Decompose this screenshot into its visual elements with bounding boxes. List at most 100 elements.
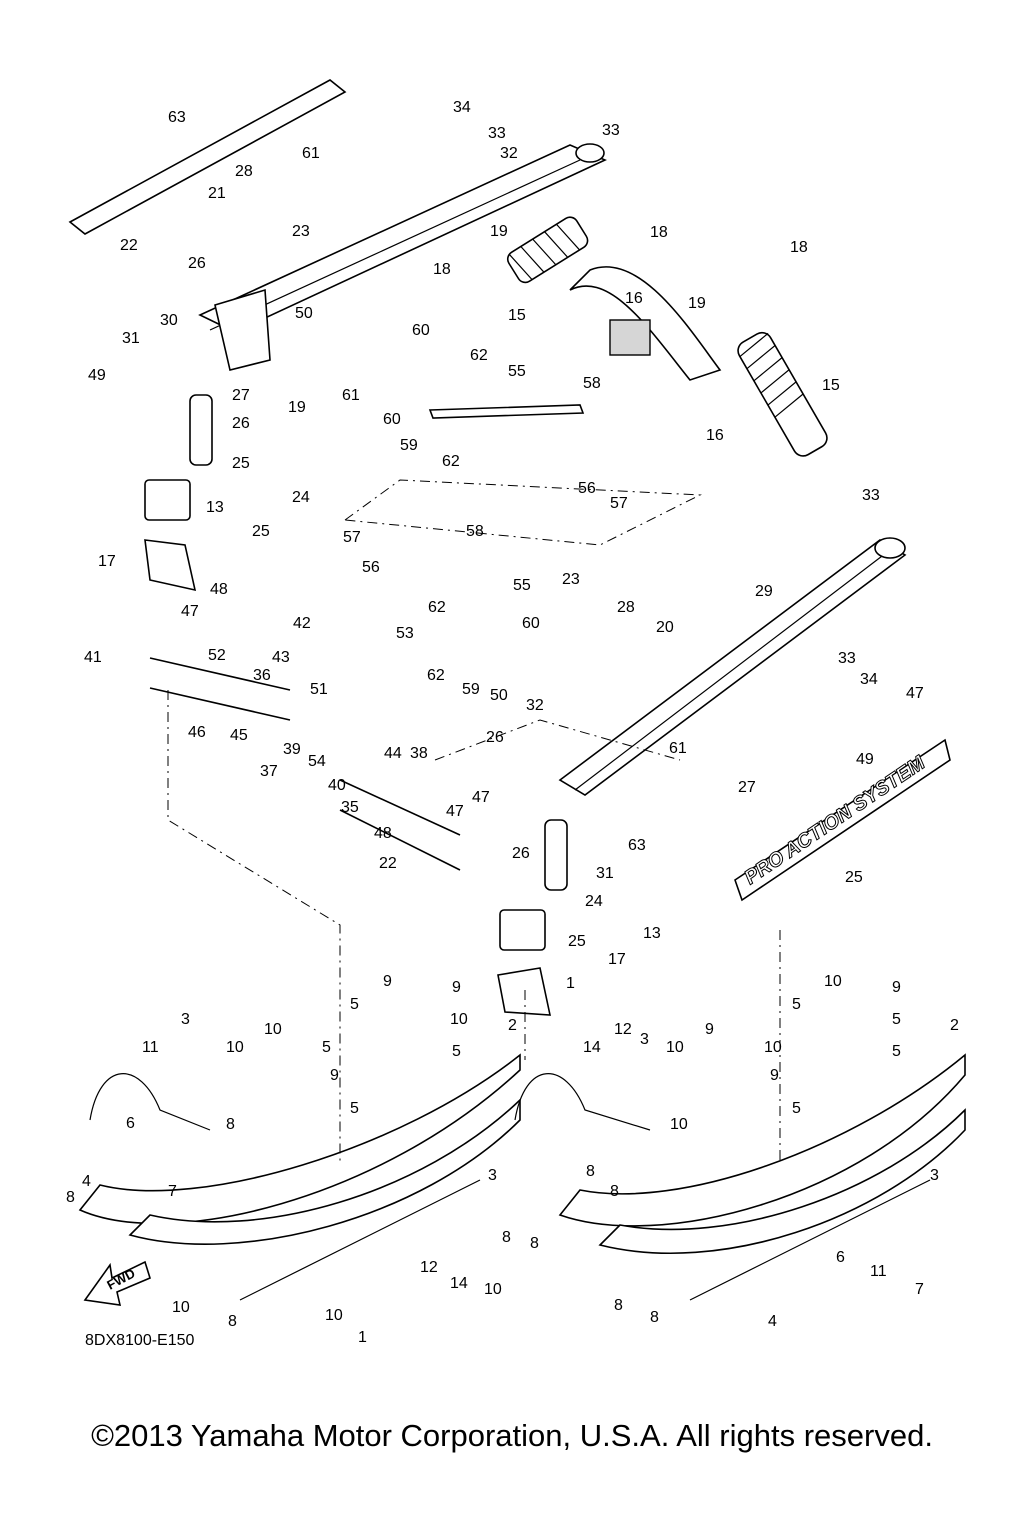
callout-23-b: 23 — [562, 571, 580, 588]
line-art — [68, 79, 966, 1306]
callout-29: 29 — [755, 583, 773, 600]
callout-14-left: 10 — [484, 1281, 502, 1298]
callout-25-a: 25 — [232, 455, 250, 472]
callout-11-right: 7 — [915, 1281, 924, 1298]
callout-48-a: 47 — [181, 603, 199, 620]
callout-47-a: 48 — [210, 581, 228, 598]
callout-22-top: 22 — [120, 237, 138, 254]
callout-57-top: 57 — [610, 495, 628, 512]
callout-10-r3: 9 — [892, 979, 901, 996]
callout-13-top: 13 — [206, 499, 224, 516]
callout-57-b: 57 — [343, 529, 361, 546]
callout-9-l3: 5 — [350, 996, 359, 1013]
callout-10-l4: 8 — [502, 1229, 511, 1246]
callout-8-l4: 10 — [172, 1299, 190, 1316]
callout-34-b: 47 — [906, 685, 924, 702]
callout-16-a: 16 — [625, 290, 643, 307]
callout-18-b: 18 — [790, 239, 808, 256]
callout-9-r3: 5 — [792, 996, 801, 1013]
callout-33-a: 33 — [488, 125, 506, 142]
callout-62-a: 62 — [470, 347, 488, 364]
callout-33-c: 33 — [862, 487, 880, 504]
callout-37: 40 — [328, 777, 346, 794]
callout-48-b: 47 — [446, 803, 464, 820]
callout-8-r2: 8 — [614, 1297, 623, 1314]
callout-53: 53 — [396, 625, 414, 642]
callout-3-l2: 12 — [420, 1259, 438, 1276]
callout-10-l6: 1 — [358, 1329, 367, 1346]
callout-19-a: 19 — [490, 223, 508, 240]
callout-60-a: 60 — [412, 322, 430, 339]
callout-32-b: 33 — [838, 650, 856, 667]
callout-10-r1: 9 — [705, 1021, 714, 1038]
callout-33-b: 33 — [602, 122, 620, 139]
callout-10-l5: 8 — [228, 1313, 237, 1330]
callout-56-top: 56 — [578, 480, 596, 497]
callout-50-b: 32 — [526, 697, 544, 714]
callout-38: 48 — [374, 825, 392, 842]
callout-60-c: 60 — [522, 615, 540, 632]
callout-10-l2: 9 — [383, 973, 392, 990]
callout-26-c: 61 — [669, 740, 687, 757]
callout-58-top: 58 — [583, 375, 601, 392]
drawing-code: 8DX8100-E150 — [85, 1332, 195, 1349]
callout-19-b: 19 — [288, 399, 306, 416]
callout-61-c: 27 — [738, 779, 756, 796]
callout-62-c: 62 — [428, 599, 446, 616]
callout-9-l1: 10 — [450, 1011, 468, 1028]
callout-30: 30 — [160, 312, 178, 329]
callout-8-l3: 8 — [530, 1235, 539, 1252]
callout-49-top: 49 — [88, 367, 106, 384]
callout-labels: 63 34 33 32 33 61 28 21 23 22 26 19 18 1… — [66, 99, 959, 1346]
callout-28-top: 28 — [235, 163, 253, 180]
callout-18-c: 18 — [433, 261, 451, 278]
callout-58-b: 58 — [466, 523, 484, 540]
callout-5-r3: 5 — [792, 1100, 801, 1117]
callout-43: 36 — [253, 667, 271, 684]
callout-59-b: 50 — [490, 687, 508, 704]
callout-17-b: 1 — [566, 975, 575, 992]
callout-9-r1: 10 — [764, 1039, 782, 1056]
callout-27-top: 27 — [232, 387, 250, 404]
callout-17-top: 17 — [98, 553, 116, 570]
callout-8-r1: 8 — [610, 1183, 619, 1200]
callout-36: 51 — [310, 681, 328, 698]
callout-23-top: 23 — [292, 223, 310, 240]
callout-8-l2: 4 — [82, 1173, 91, 1190]
callout-19-c: 19 — [688, 295, 706, 312]
callout-22-b: 49 — [856, 751, 874, 768]
callout-41: 52 — [208, 647, 226, 664]
callout-4-right: 3 — [930, 1167, 939, 1184]
callout-5-l3: 5 — [350, 1100, 359, 1117]
callout-9-r2: 5 — [892, 1011, 901, 1028]
callout-63-top: 63 — [168, 109, 186, 126]
callout-1-right: 2 — [950, 1017, 959, 1034]
callout-56-b: 56 — [362, 559, 380, 576]
callout-10-r4: 8 — [586, 1163, 595, 1180]
callout-61-top: 61 — [302, 145, 320, 162]
callout-26-d: 31 — [596, 865, 614, 882]
callout-16-b: 16 — [706, 427, 724, 444]
callout-4-left: 3 — [488, 1167, 497, 1184]
callout-10-l1: 10 — [264, 1021, 282, 1038]
callout-25-b: 25 — [252, 523, 270, 540]
callout-5-r4: 10 — [670, 1116, 688, 1133]
callout-31-b: 63 — [628, 837, 646, 854]
callout-5-l4: 8 — [226, 1116, 235, 1133]
callout-8-r3: 4 — [768, 1313, 777, 1330]
callout-42: 43 — [272, 649, 290, 666]
callout-5-l1: 5 — [452, 1043, 461, 1060]
callout-59-top: 59 — [400, 437, 418, 454]
callout-7-right: 6 — [836, 1249, 845, 1266]
callout-26-b: 26 — [232, 415, 250, 432]
callout-15-a: 15 — [508, 307, 526, 324]
callout-24-b: 13 — [643, 925, 661, 942]
callout-6-left: 8 — [66, 1189, 75, 1206]
callout-34-top: 34 — [453, 99, 471, 116]
callout-1-left: 2 — [508, 1017, 517, 1034]
callout-55-top: 55 — [508, 363, 526, 380]
callout-5-r2: 9 — [770, 1067, 779, 1084]
callout-32-top: 32 — [500, 145, 518, 162]
callout-54: 37 — [260, 763, 278, 780]
